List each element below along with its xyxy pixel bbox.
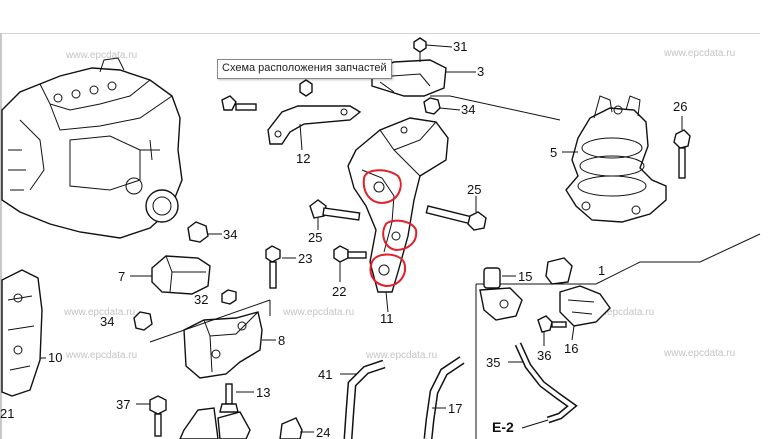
highlight-mark (369, 253, 406, 288)
highlight-mark (362, 169, 402, 204)
part-25-bolt (425, 205, 487, 231)
label-23: 23 (298, 251, 312, 266)
label-16: 16 (564, 341, 578, 356)
label-21: 21 (0, 406, 14, 421)
frame-left-border (0, 33, 2, 439)
part-15-valve (479, 267, 523, 321)
tooltip: Схема расположения запчастей (217, 59, 392, 79)
watermark: www.epcdata.ru (282, 307, 354, 318)
group-frame-line (430, 95, 561, 121)
part-23-bolt (265, 245, 281, 289)
part-12-bracket (267, 105, 362, 145)
label-32: 32 (194, 292, 208, 307)
bottom-part-fragment (179, 407, 219, 439)
bolt (221, 95, 257, 111)
label-36: 36 (537, 348, 551, 363)
highlight-mark (382, 219, 418, 252)
engine-block (1, 57, 183, 239)
bolt (299, 79, 313, 97)
label-34: 34 (223, 227, 237, 242)
label-3: 3 (477, 64, 484, 79)
bottom-part-fragment (217, 411, 251, 439)
label-41: 41 (318, 367, 332, 382)
cap (545, 257, 573, 285)
label-15: 15 (518, 269, 532, 284)
watermark: www.epcdata.ru (63, 307, 135, 318)
label-11: 11 (380, 311, 394, 326)
label-34: 34 (461, 102, 475, 117)
label-12: 12 (296, 151, 310, 166)
part-41-hose (343, 359, 386, 439)
label-26: 26 (673, 99, 687, 114)
part-32-nut (221, 289, 237, 305)
label-37: 37 (116, 397, 130, 412)
part-36-bolt (537, 315, 567, 333)
label-31: 31 (453, 39, 467, 54)
part-34-nut (423, 97, 441, 115)
label-35: 35 (486, 355, 500, 370)
watermark: www.epcdata.ru (582, 307, 654, 318)
part-5-engine-mount (565, 95, 667, 223)
part-34-nut (133, 311, 153, 331)
label-10: 10 (48, 350, 62, 365)
label-8: 8 (278, 333, 285, 348)
watermark: www.epcdata.ru (663, 348, 735, 359)
bottom-part-fragment (279, 417, 303, 439)
watermark: www.epcdata.ru (65, 350, 137, 361)
part-8-bracket (183, 311, 263, 379)
part-22-bolt (333, 245, 367, 263)
label-25: 25 (467, 182, 481, 197)
part-16-bracket (559, 285, 611, 327)
label-5: 5 (550, 145, 557, 160)
part-17-hose (423, 356, 465, 439)
part-7-mount (151, 255, 211, 295)
reference-e2: E-2 (492, 419, 514, 435)
part-13-bolt (219, 383, 239, 413)
part-35-hose (514, 342, 578, 424)
label-1: 1 (598, 263, 605, 278)
part-37-bolt (149, 395, 167, 437)
part-10-mount (1, 269, 43, 397)
label-13: 13 (256, 385, 270, 400)
watermark: www.epcdata.ru (663, 48, 735, 59)
part-34-nut (187, 221, 209, 243)
part-31-nut (413, 37, 427, 62)
label-24: 24 (316, 425, 330, 439)
label-34: 34 (100, 314, 114, 329)
label-25: 25 (308, 230, 322, 245)
frame-top-border (0, 33, 760, 34)
part-25-bolt (309, 199, 361, 221)
label-17: 17 (448, 401, 462, 416)
label-22: 22 (332, 284, 346, 299)
watermark: www.epcdata.ru (365, 350, 437, 361)
part-26-bolt (673, 129, 691, 179)
label-7: 7 (118, 269, 125, 284)
watermark: www.epcdata.ru (65, 50, 137, 61)
part-11-bracket (347, 117, 449, 293)
